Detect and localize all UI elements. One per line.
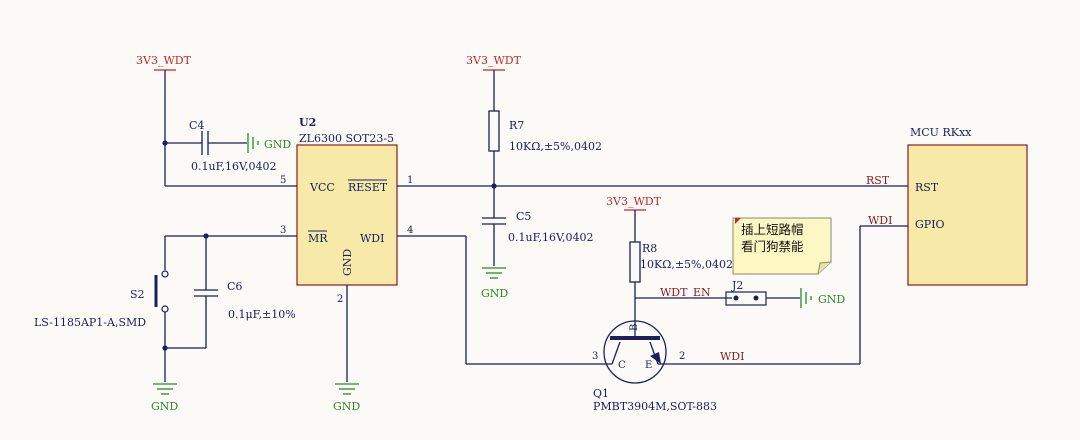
r8-body [629, 241, 641, 283]
q1-pin-b: B [629, 324, 640, 331]
j2-pin-2 [753, 295, 759, 301]
c6-value: 0.1μF,±10% [228, 308, 296, 321]
gnd-c4-label: GND [264, 138, 291, 151]
q1-pin-e: E [645, 360, 652, 371]
u2-part: ZL6300 SOT23-5 [299, 132, 394, 145]
r8-ref: R8 [642, 242, 657, 255]
q1-pin-c: C [618, 360, 626, 371]
u2-pin1-num: 1 [407, 175, 413, 186]
q1-body [603, 320, 667, 384]
c5-value: 0.1uF,16V,0402 [508, 231, 594, 244]
r7-ref: R7 [509, 119, 524, 132]
c4-ref: C4 [189, 119, 204, 132]
pwr2-label: 3V3_WDT [466, 54, 522, 67]
r8-value: 10KΩ,±5%,0402 [640, 258, 733, 271]
pwr3-label: 3V3_WDT [606, 195, 662, 208]
u2-pin3-num: 3 [280, 225, 286, 236]
pwr1-label: 3V3_WDT [136, 54, 192, 67]
net-wdi-top-label: WDI [868, 214, 892, 227]
s2-contact-bottom [161, 305, 169, 313]
c5-ref: C5 [516, 210, 531, 223]
u2-pin5-num: 5 [280, 175, 286, 186]
note-fold [817, 261, 832, 275]
s2-ref: S2 [130, 288, 145, 301]
u2-ref: U2 [299, 116, 316, 129]
gnd-s2-label: GND [151, 400, 178, 413]
q1-emitter-arrow [650, 352, 661, 364]
note-line-2: 看门狗禁能 [741, 239, 804, 254]
note-line-1: 插上短路帽 [741, 222, 804, 237]
q1-value: PMBT3904M,SOT-883 [593, 400, 717, 413]
c4-value: 0.1uF,16V,0402 [191, 160, 277, 173]
u2-pin-mr: MR [308, 232, 328, 245]
u2-pin4-num: 4 [407, 225, 413, 236]
c6-ref: C6 [227, 280, 242, 293]
gnd-u2-label: GND [333, 400, 360, 413]
junction-s2-bottom [162, 345, 168, 351]
gnd-c5-label: GND [481, 287, 508, 300]
u2-pin-reset: RESET [348, 181, 388, 194]
u2-pin-vcc: VCC [309, 181, 335, 194]
s2-contact-top [161, 270, 169, 278]
mcu-pin-gpio: GPIO [915, 218, 945, 231]
q1-ref: Q1 [593, 387, 609, 400]
net-rst-label: RST [866, 174, 890, 187]
junction-rst [491, 183, 497, 189]
mcu-title: MCU RKxx [910, 126, 972, 139]
net-wdi-bottom-label: WDI [720, 350, 744, 363]
note-corner-mark [735, 218, 741, 224]
r7-body [488, 110, 500, 152]
mcu-body [907, 144, 1028, 286]
u2-pin-wdi: WDI [360, 232, 384, 245]
u2-pin-gnd: GND [341, 249, 354, 276]
net-wdt-en-label: WDT_EN [660, 286, 711, 299]
mcu-pin-rst: RST [915, 181, 939, 194]
gnd-j2-label: GND [818, 293, 845, 306]
j2-ref: J2 [731, 279, 743, 292]
q1-pin3-num: 3 [592, 351, 598, 362]
r7-value: 10KΩ,±5%,0402 [509, 140, 602, 153]
j2-pin-1 [733, 295, 739, 301]
s2-value: LS-1185AP1-A,SMD [34, 316, 146, 329]
q1-pin2-num: 2 [679, 351, 685, 362]
u2-body [296, 144, 398, 286]
u2-pin2-num: 2 [337, 294, 343, 305]
q1-collector-line [611, 341, 621, 365]
